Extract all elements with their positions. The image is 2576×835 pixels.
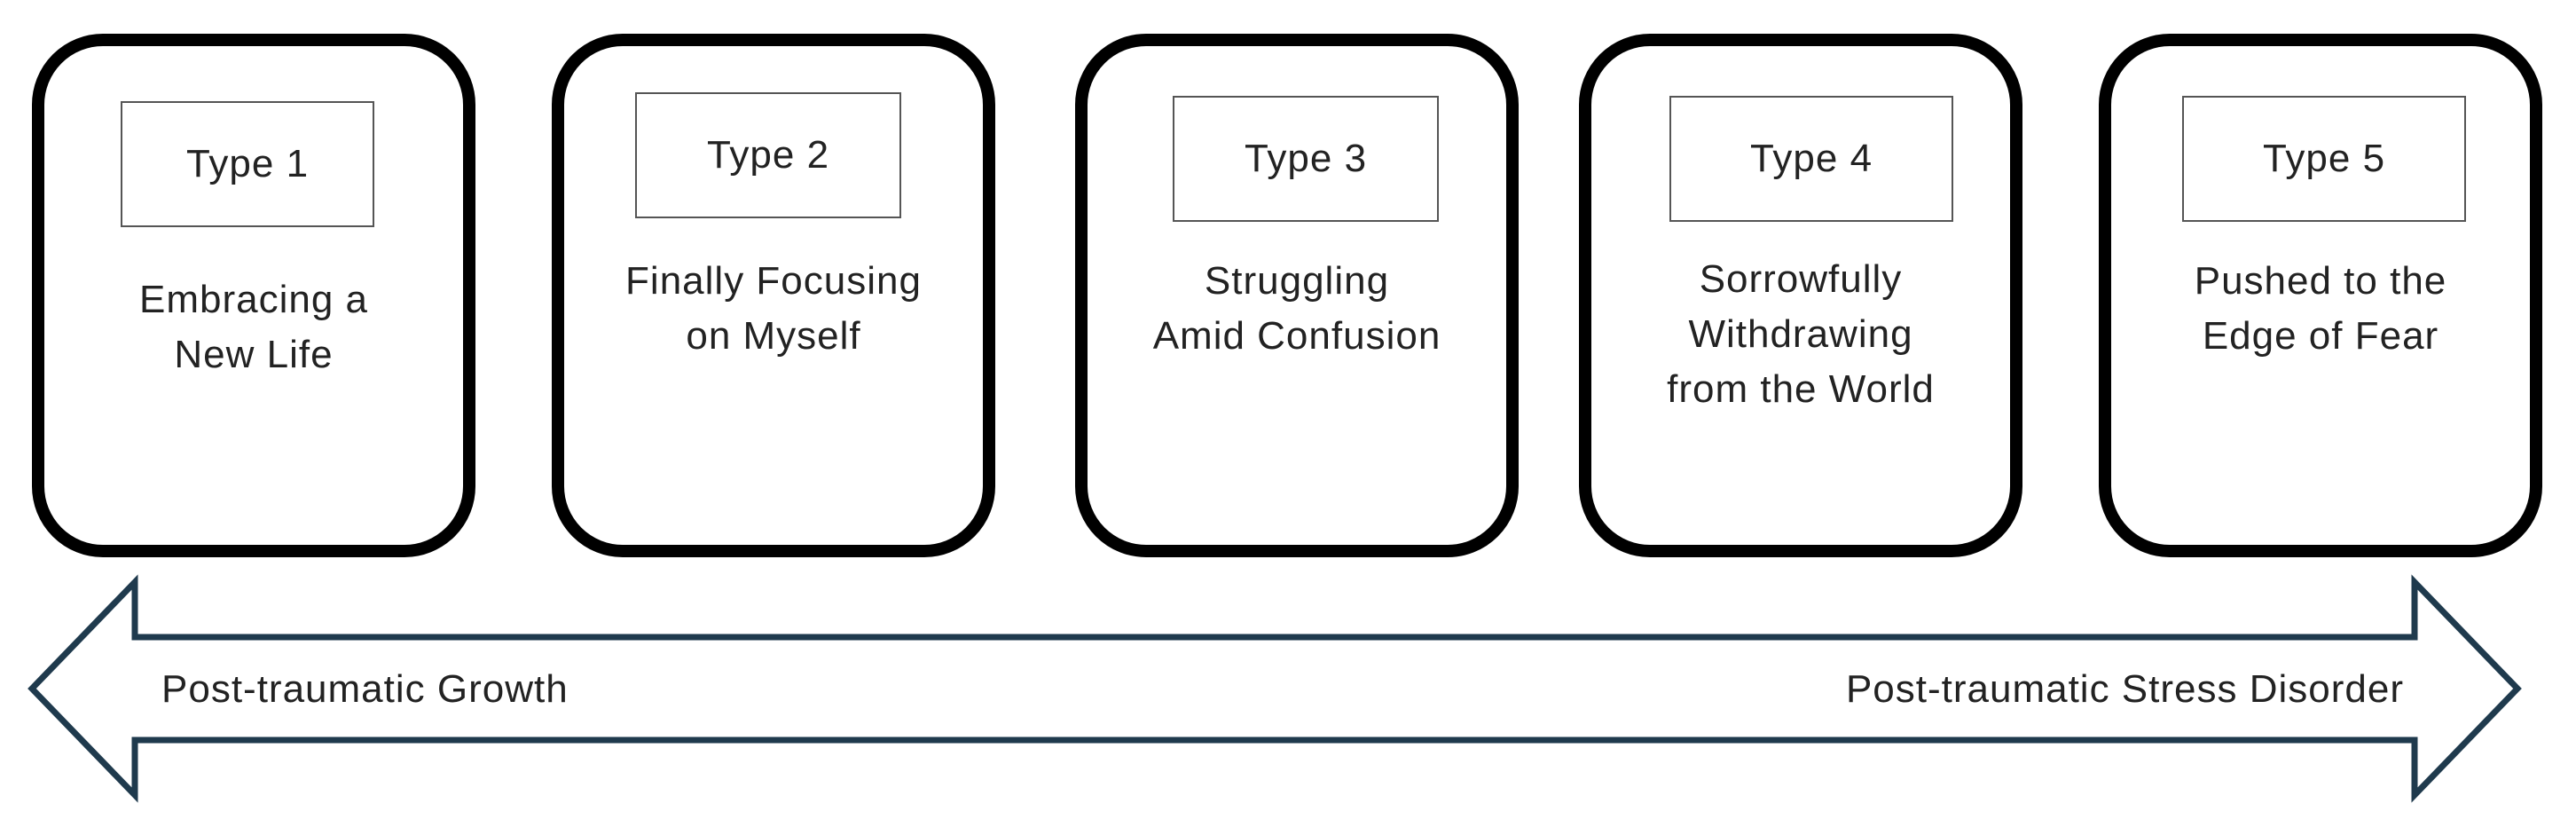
type-5-card: Type 5 Pushed to the Edge of Fear: [2099, 34, 2542, 557]
type-4-description-line: from the World: [1667, 367, 1935, 411]
type-3-description-line: Amid Confusion: [1152, 314, 1441, 358]
type-2-description: Finally Focusing on Myself: [564, 254, 983, 364]
type-2-description-line: Finally Focusing: [625, 259, 922, 303]
type-5-description-line: Pushed to the: [2194, 259, 2447, 303]
type-5-description: Pushed to the Edge of Fear: [2111, 254, 2530, 364]
type-2-description-line: on Myself: [686, 314, 861, 358]
post-traumatic-growth-label: Post-traumatic Growth: [161, 667, 569, 711]
ptsd-label: Post-traumatic Stress Disorder: [1845, 667, 2404, 711]
type-1-card: Type 1 Embracing a New Life: [32, 34, 475, 557]
type-3-card: Type 3 Struggling Amid Confusion: [1075, 34, 1519, 557]
type-3-label-box: Type 3: [1173, 96, 1439, 222]
type-1-description: Embracing a New Life: [44, 272, 463, 382]
type-5-description-line: Edge of Fear: [2202, 314, 2439, 358]
type-4-card: Type 4 Sorrowfully Withdrawing from the …: [1579, 34, 2022, 557]
type-4-description: Sorrowfully Withdrawing from the World: [1591, 252, 2010, 417]
spectrum-arrow: [27, 574, 2522, 803]
type-3-description-line: Struggling: [1204, 259, 1390, 303]
type-1-description-line: Embracing a: [138, 278, 368, 321]
type-5-label: Type 5: [2262, 137, 2386, 180]
type-4-label-box: Type 4: [1669, 96, 1953, 222]
type-4-description-line: Withdrawing: [1688, 312, 1913, 356]
type-2-label-box: Type 2: [635, 92, 901, 218]
type-3-description: Struggling Amid Confusion: [1088, 254, 1506, 364]
type-1-label-box: Type 1: [121, 101, 374, 227]
type-3-label: Type 3: [1244, 137, 1368, 180]
type-4-label: Type 4: [1749, 137, 1873, 180]
type-4-description-line: Sorrowfully: [1699, 257, 1903, 301]
type-1-description-line: New Life: [174, 333, 334, 376]
type-2-label: Type 2: [706, 133, 830, 177]
type-5-label-box: Type 5: [2182, 96, 2466, 222]
type-1-label: Type 1: [185, 142, 310, 185]
type-2-card: Type 2 Finally Focusing on Myself: [552, 34, 995, 557]
